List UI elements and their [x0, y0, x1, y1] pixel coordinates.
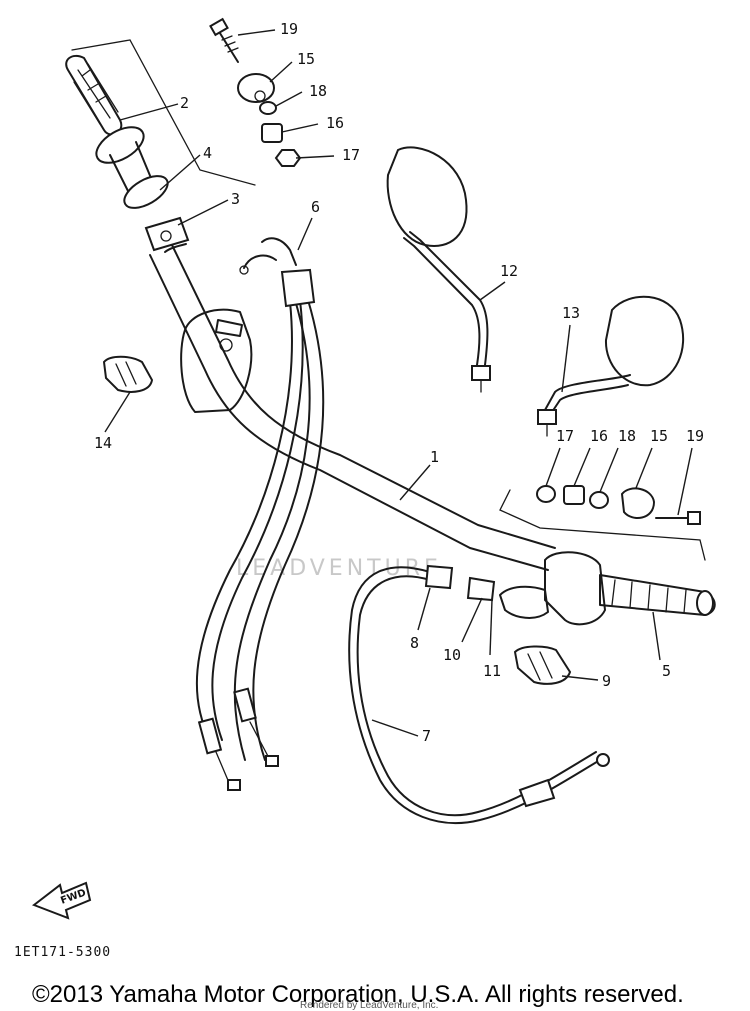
- right-hardware-stack: [536, 485, 701, 525]
- callout-19-right: 19: [686, 427, 704, 445]
- callout-16-top: 16: [326, 114, 344, 132]
- callout-13: 13: [562, 304, 580, 322]
- right-assembly-bracket: [499, 489, 706, 561]
- copyright-notice: ©2013 Yamaha Motor Corporation, U.S.A. A…: [32, 981, 684, 1008]
- lever-holder: [102, 355, 154, 393]
- callout-labels: 1 2 3 4 5 6 7 8 9 10 11 12 13 14 15 16 1…: [94, 20, 704, 745]
- right-grip: [499, 551, 716, 626]
- grip-clamp: [144, 216, 190, 252]
- handlebar-tube: [149, 243, 556, 571]
- callout-6: 6: [311, 198, 320, 216]
- throttle-cables: [195, 237, 325, 761]
- collar-part: [123, 175, 169, 209]
- callout-18-top: 18: [309, 82, 327, 100]
- callout-7: 7: [422, 727, 431, 745]
- callout-19-top: 19: [280, 20, 298, 38]
- callout-15-top: 15: [297, 50, 315, 68]
- callout-12: 12: [500, 262, 518, 280]
- top-hardware-stack: [209, 17, 302, 167]
- callout-16-right: 16: [590, 427, 608, 445]
- callout-8: 8: [410, 634, 419, 652]
- diagram-reference-code: 1ET171-5300: [14, 945, 111, 960]
- clutch-cable: [348, 564, 610, 824]
- callout-15-right: 15: [650, 427, 668, 445]
- callout-2: 2: [180, 94, 189, 112]
- forward-arrow-badge: FWD: [31, 881, 92, 920]
- callout-18-right: 18: [618, 427, 636, 445]
- leader-lines: [104, 29, 693, 737]
- callout-14: 14: [94, 434, 112, 452]
- left-mirror: [386, 146, 491, 393]
- callout-9: 9: [602, 672, 611, 690]
- cable-end-fittings: [197, 687, 279, 791]
- callout-17-top: 17: [342, 146, 360, 164]
- callout-3: 3: [231, 190, 240, 208]
- left-switch-housing: [180, 308, 253, 413]
- callout-5: 5: [662, 662, 671, 680]
- callout-1: 1: [430, 448, 439, 466]
- callout-10: 10: [443, 646, 461, 664]
- callout-11: 11: [483, 662, 501, 680]
- right-mirror: [537, 295, 685, 437]
- rendered-by-credit: Rendered by LeadVenture, Inc.: [300, 1000, 438, 1011]
- callout-4: 4: [203, 144, 212, 162]
- right-lever-holder: [513, 645, 572, 685]
- left-assembly-bracket: [71, 39, 256, 186]
- callout-17-right: 17: [556, 427, 574, 445]
